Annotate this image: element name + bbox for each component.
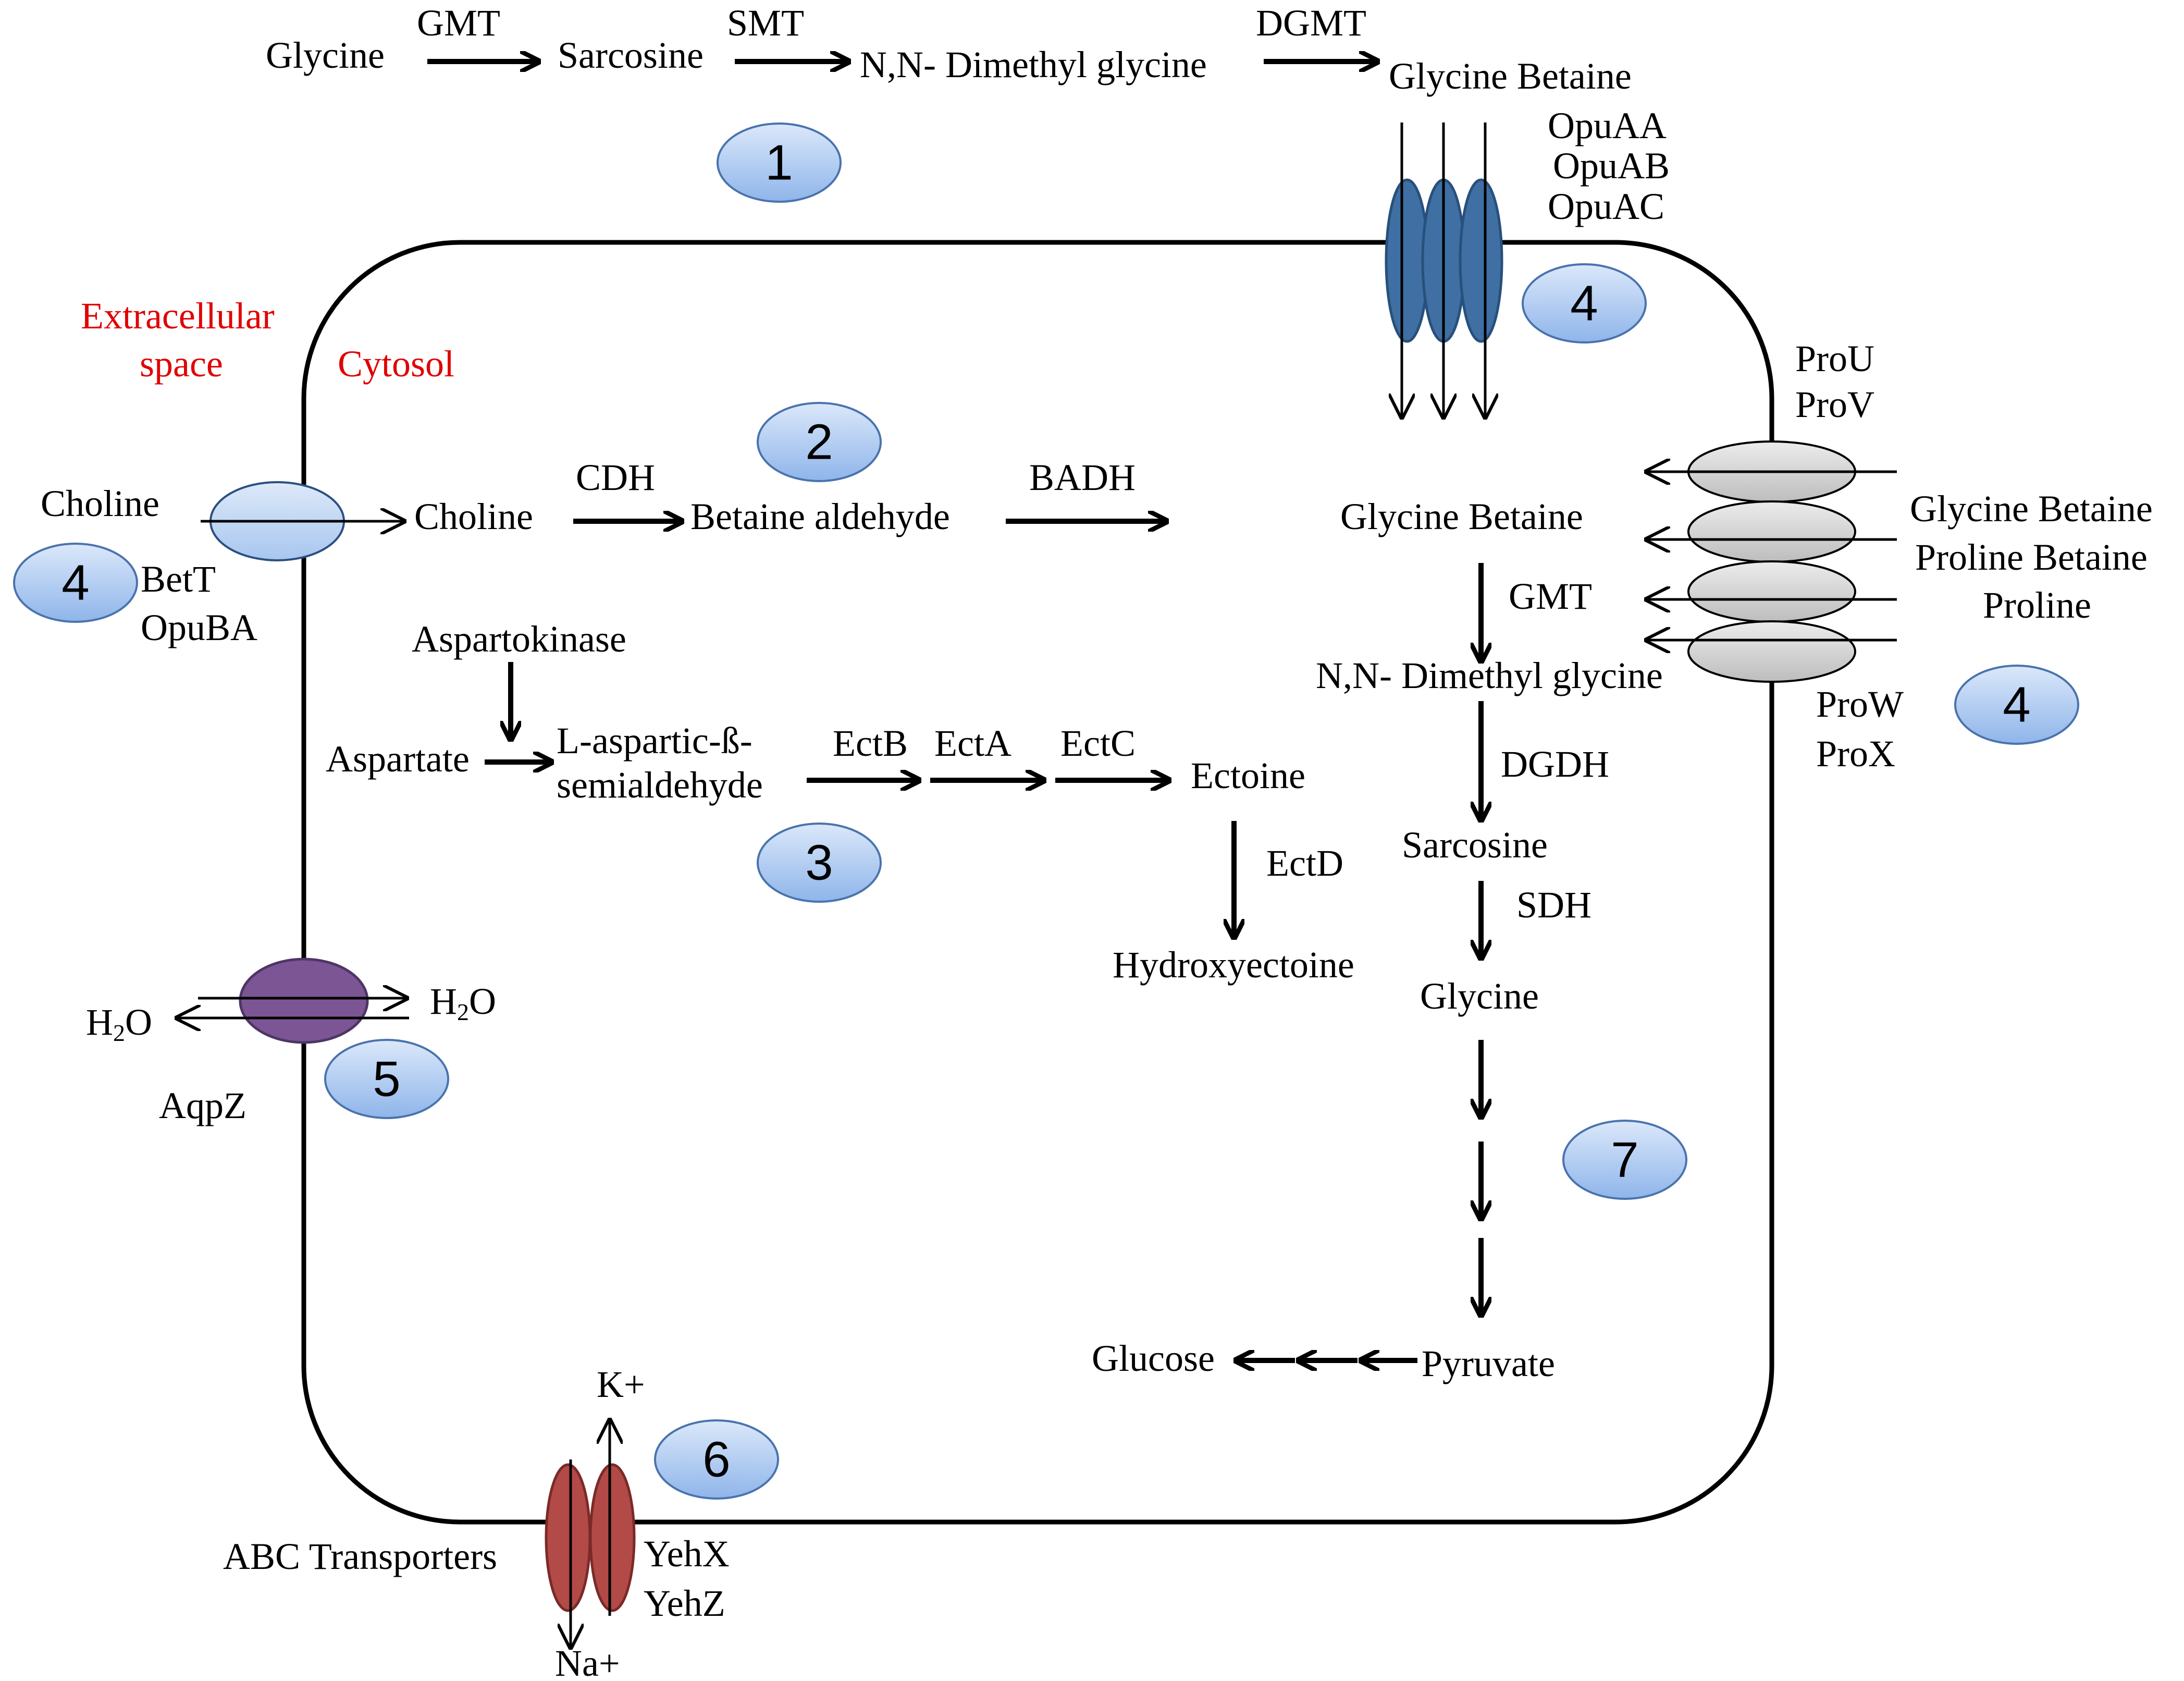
gmt-down-label: GMT [1509, 575, 1592, 617]
svg-text:4: 4 [2003, 677, 2030, 733]
pro-substrate-glycine-betaine: Glycine Betaine [1910, 488, 2153, 530]
dmg-inside-label: N,N- Dimethyl glycine [1316, 655, 1663, 696]
svg-text:2: 2 [805, 414, 833, 470]
svg-text:1: 1 [765, 135, 793, 191]
hydroxyectoine-label: Hydroxyectoine [1113, 944, 1354, 986]
abc-transporter [545, 1420, 636, 1647]
badge-7: 7 [1562, 1120, 1687, 1200]
svg-text:3: 3 [805, 835, 833, 891]
choline-inside-label: Choline [414, 496, 533, 537]
badge-2: 2 [757, 402, 882, 482]
badge-3: 3 [757, 823, 882, 903]
svg-text:4: 4 [61, 555, 89, 611]
h2o-inside-label: H2O [430, 980, 496, 1025]
ectd-label: EctD [1266, 842, 1343, 884]
opuab-label: OpuAB [1553, 145, 1670, 187]
top-dmg-label: N,N- Dimethyl glycine [860, 44, 1207, 85]
sarcosine-inside-label: Sarcosine [1402, 824, 1548, 866]
pyruvate-label: Pyruvate [1422, 1343, 1555, 1384]
top-sarcosine-label: Sarcosine [558, 34, 704, 76]
badge-6: 6 [654, 1419, 779, 1500]
top-smt-label: SMT [727, 2, 804, 44]
aspartokinase-label: Aspartokinase [412, 618, 626, 660]
top-gmt-label: GMT [417, 2, 500, 44]
aspartate-label: Aspartate [326, 738, 470, 780]
extracellular-label-line2: space [140, 343, 223, 385]
ecta-label: EctA [934, 722, 1011, 764]
pro-transporter [1647, 440, 1897, 683]
ectc-label: EctC [1060, 722, 1136, 764]
betaine-aldehyde-label: Betaine aldehyde [690, 496, 950, 537]
prou-label: ProU [1795, 338, 1874, 379]
pro-substrate-proline-betaine: Proline Betaine [1915, 536, 2148, 578]
lasa-label-line1: L-aspartic-ß- [557, 720, 752, 762]
badge-4-choline: 4 [13, 543, 138, 623]
cytosol-label: Cytosol [338, 343, 454, 385]
sdh-label: SDH [1516, 884, 1591, 926]
aqpz-channel [239, 958, 369, 1044]
cdh-label: CDH [576, 457, 655, 498]
choline-outside-label: Choline [41, 483, 159, 524]
yehx-label: YehX [644, 1533, 730, 1575]
badh-label: BADH [1029, 457, 1136, 498]
svg-text:4: 4 [1570, 276, 1598, 332]
yehz-label: YehZ [644, 1582, 725, 1624]
prov-label: ProV [1795, 384, 1874, 425]
bett-label: BetT [141, 558, 216, 600]
dgdh-label: DGDH [1501, 743, 1609, 785]
prox-label: ProX [1816, 733, 1895, 775]
lasa-label-line2: semialdehyde [557, 764, 763, 806]
badge-4-opu: 4 [1522, 263, 1647, 343]
opu-transporter [1385, 122, 1503, 417]
badge-1: 1 [717, 122, 842, 203]
badge-4-pro: 4 [1954, 665, 2079, 745]
aqpz-label: AqpZ [159, 1085, 246, 1126]
opuac-label: OpuAC [1548, 186, 1664, 227]
gb-inside-label: Glycine Betaine [1340, 496, 1583, 537]
top-glycine-betaine-label: Glycine Betaine [1389, 55, 1632, 97]
glucose-label: Glucose [1092, 1338, 1215, 1379]
pro-substrate-proline: Proline [1983, 584, 2091, 626]
glycine-inside-label: Glycine [1420, 975, 1539, 1017]
opuaa-label: OpuAA [1548, 105, 1667, 146]
ectb-label: EctB [833, 722, 908, 764]
prow-label: ProW [1816, 683, 1904, 725]
badge-5: 5 [324, 1039, 449, 1119]
top-dgmt-label: DGMT [1256, 2, 1366, 44]
extracellular-label: Extracellular [81, 295, 275, 337]
k-ion-label: K+ [597, 1364, 645, 1405]
h2o-outside-label: H2O [86, 1001, 152, 1046]
ectoine-label: Ectoine [1191, 755, 1305, 796]
top-glycine-label: Glycine [266, 34, 385, 76]
abc-transporters-label: ABC Transporters [223, 1536, 497, 1577]
cell-membrane [301, 240, 1774, 1525]
opuba-label: OpuBA [141, 607, 257, 648]
na-ion-label: Na+ [555, 1642, 620, 1681]
svg-text:7: 7 [1611, 1132, 1638, 1188]
svg-text:6: 6 [702, 1432, 730, 1488]
svg-text:5: 5 [373, 1051, 400, 1107]
